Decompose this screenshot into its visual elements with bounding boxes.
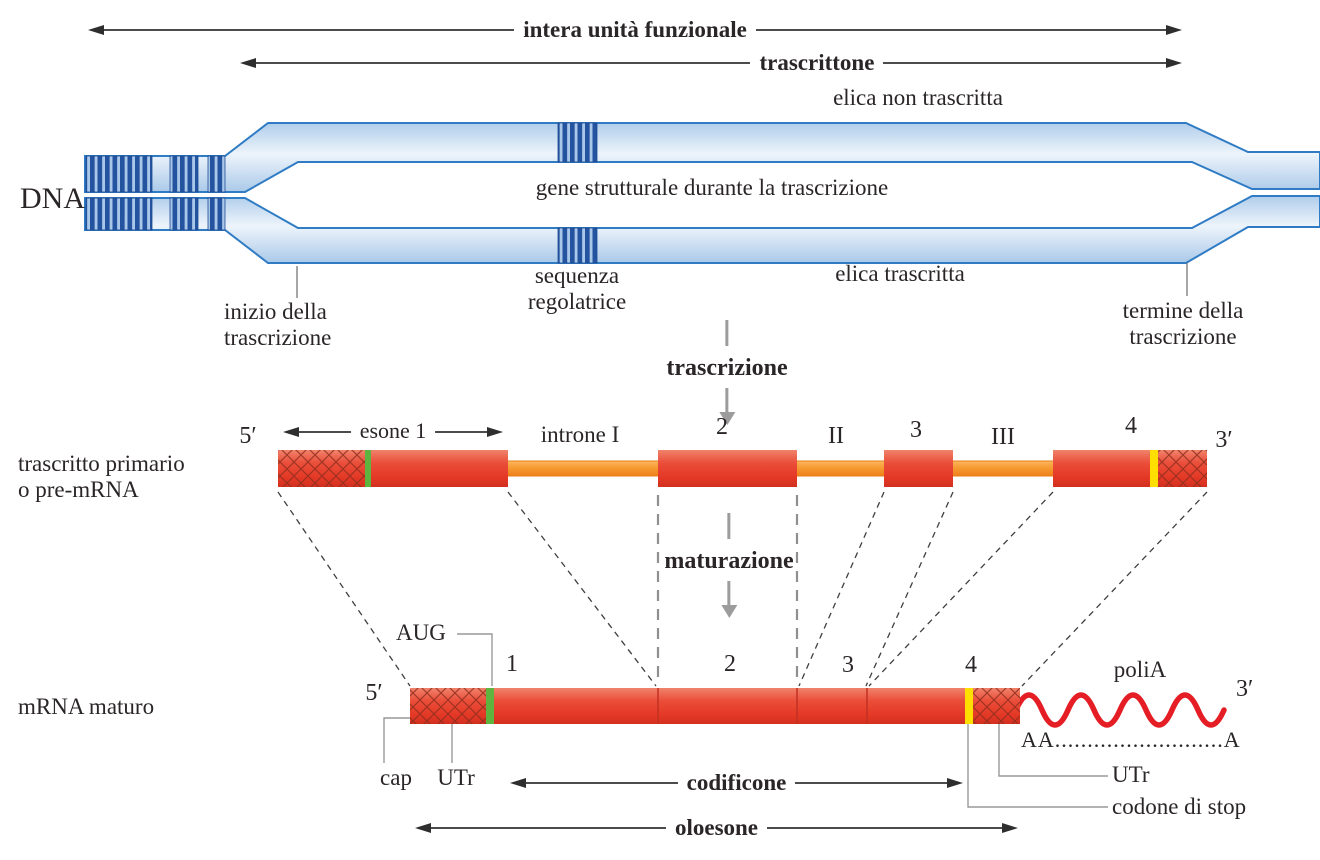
- coding-region-label: codificone: [686, 769, 787, 795]
- utr-right-pointer: [998, 724, 1108, 777]
- pre-mrna-exon3-number: 3: [910, 417, 922, 443]
- utr-left-label: UTr: [437, 765, 475, 790]
- coding-region-arrow: codificone: [510, 771, 963, 795]
- mrna-3prime: 3′: [1236, 676, 1254, 702]
- transcription-end-label: termine della trascrizione: [1122, 298, 1244, 349]
- transcripton-label: trascrittone: [759, 49, 875, 75]
- maturation-process-arrow: maturazione: [664, 513, 794, 618]
- splice-map-lines: [277, 491, 1208, 687]
- arrow-left-head: [240, 58, 256, 68]
- intron-1-line: [497, 460, 669, 477]
- transcribed-strand-label: elica trascritta: [835, 261, 965, 286]
- intron-3-line: [942, 460, 1064, 477]
- mrna-seg2-number: 2: [724, 651, 736, 677]
- utr-right-label: UTr: [1112, 762, 1150, 787]
- pre-mrna-3prime: 3′: [1215, 427, 1233, 453]
- pre-mrna-bar: [278, 450, 1207, 487]
- dna-strand-top: [84, 122, 1320, 193]
- pointer-lines: [383, 633, 1108, 808]
- regulatory-sequence-label: sequenza regolatrice: [527, 263, 627, 314]
- cap-pointer: [383, 717, 410, 763]
- aug-label: AUG: [396, 620, 446, 645]
- mature-mrna-bar: [410, 688, 1020, 724]
- cap-label: cap: [380, 765, 412, 790]
- polya-tail-sequence: AA..........................A: [1021, 727, 1241, 752]
- regulatory-sequence-marks: [557, 122, 598, 264]
- pre-mrna-stop-mark: [1150, 450, 1158, 487]
- dna-condensed-stripes: [85, 155, 226, 231]
- dna-label: DNA: [20, 182, 85, 215]
- mrna-bar: [410, 688, 1020, 724]
- dna-double-helix: [84, 122, 1320, 298]
- mrna-stop-mark: [965, 688, 973, 724]
- transcription-label: trascrizione: [666, 355, 788, 381]
- mrna-side-label: mRNA maturo: [18, 694, 155, 719]
- pre-mrna-exon4-number: 4: [1125, 413, 1137, 439]
- stop-codon-label: codone di stop: [1112, 794, 1247, 819]
- mrna-utr3-hatch: [973, 688, 1020, 724]
- aug-pointer: [457, 633, 493, 686]
- exon1-span-arrow: esone 1: [283, 418, 503, 443]
- dna-strand-bottom: [84, 195, 1320, 264]
- pre-mrna-aug-mark: [365, 450, 371, 487]
- arrow-right-head: [1002, 823, 1018, 833]
- mrna-aug-mark: [486, 688, 494, 724]
- exon-2-box: [658, 450, 797, 487]
- nontranscribed-strand-label: elica non trascritta: [833, 85, 1003, 110]
- intron-2-line: [786, 460, 895, 477]
- arrow-right-head: [947, 778, 963, 788]
- down-arrow-icon: [721, 605, 737, 618]
- arrow-left-head: [88, 25, 104, 35]
- pre-mrna-exon2-number: 2: [716, 414, 728, 440]
- pre-mrna-5prime: 5′: [239, 423, 257, 449]
- pre-mrna-utr3-hatch: [1158, 450, 1207, 487]
- pre-mrna-utr5-hatch: [278, 450, 365, 487]
- exon-3-box: [884, 450, 953, 487]
- transcription-process-arrow: trascrizione: [666, 320, 788, 425]
- arrow-left-head: [283, 427, 299, 437]
- exon2-boundary-lines: [656, 495, 799, 684]
- full-unit-label: intera unità funzionale: [523, 16, 747, 42]
- transcripton-arrow: trascrittone: [240, 51, 1182, 75]
- arrow-left-head: [510, 778, 526, 788]
- structural-gene-label: gene strutturale durante la trascrizione: [535, 175, 889, 200]
- pre-mrna-side-label: trascritto primario o pre-mRNA: [18, 451, 185, 502]
- stop-codon-pointer: [967, 724, 1108, 808]
- intron1-label: introne I: [540, 422, 620, 447]
- transcription-start-label: inizio della trascrizione: [224, 299, 332, 350]
- holoexon-arrow: oloesone: [415, 816, 1018, 840]
- arrow-right-head: [1166, 25, 1182, 35]
- polya-label: poliA: [1113, 657, 1167, 682]
- exon1-label: esone 1: [359, 418, 427, 443]
- arrow-right-head: [487, 427, 503, 437]
- mrna-seg1-number: 1: [506, 651, 518, 677]
- arrow-right-head: [1166, 58, 1182, 68]
- mrna-utr5-hatch: [410, 688, 486, 724]
- intron2-label: II: [828, 423, 844, 449]
- mrna-seg4-number: 4: [965, 652, 977, 678]
- down-arrow-icon: [719, 412, 735, 425]
- holoexon-label: oloesone: [674, 814, 759, 840]
- maturation-label: maturazione: [664, 548, 794, 574]
- polya-wave: [1013, 692, 1227, 728]
- mrna-seg3-number: 3: [842, 652, 854, 678]
- intron3-label: III: [991, 424, 1015, 450]
- full-unit-arrow: intera unità funzionale: [88, 18, 1182, 42]
- mrna-5prime: 5′: [365, 680, 383, 706]
- arrow-left-head: [415, 823, 431, 833]
